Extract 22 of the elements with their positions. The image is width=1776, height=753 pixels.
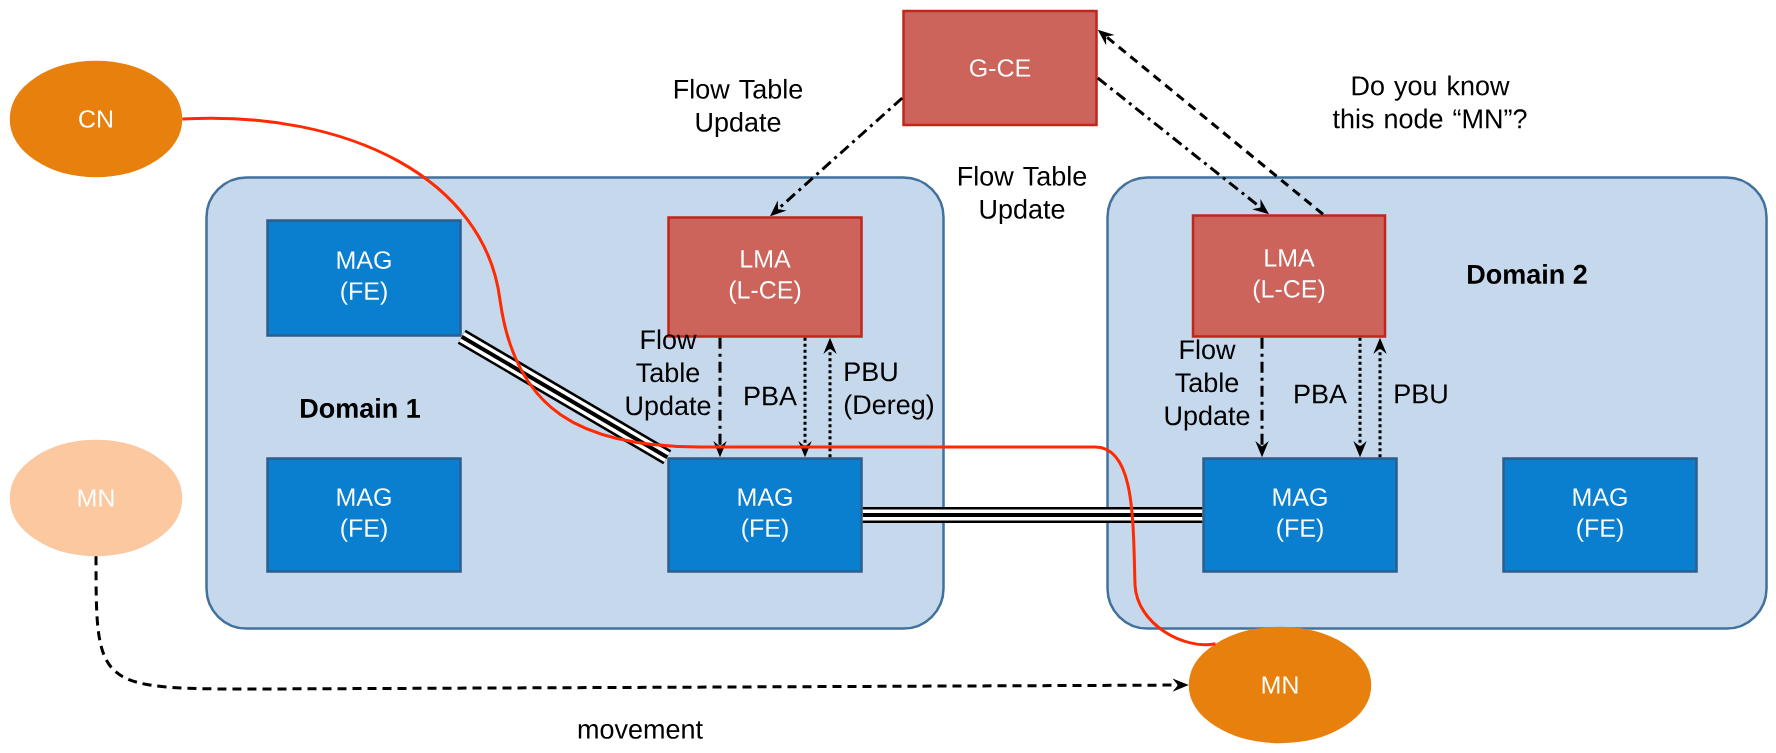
edge-label: PBU [1395,384,1447,404]
edge-label: PBA [1295,384,1347,404]
controller-box: LMA (L-CE) [1191,214,1387,338]
ellipse-node: MN [9,439,183,557]
gateway-box: MAG (FE) [667,457,863,573]
edge-label: PBU (Dereg) [844,362,934,420]
edge-label: movement [578,721,703,739]
edge-label: Flow Table Update [958,165,1087,225]
edge-label: Do you know this node “MN”? [1332,75,1527,129]
gateway-box: MAG (FE) [266,219,462,337]
curve-line [182,116,1216,646]
tunnel-line [862,507,1203,523]
edge-label: Flow Table Update [674,78,803,138]
gateway-box: MAG (FE) [266,457,462,573]
tunnel-line [457,329,672,465]
ellipse-node: MN [1188,626,1372,744]
controller-box: G-CE [902,9,1098,127]
edge-label: PBA [745,386,797,406]
edge-label: Flow Table Update [1165,339,1250,431]
ellipse-node: CN [9,60,183,178]
gateway-box: MAG (FE) [1202,457,1398,573]
gateway-box: MAG (FE) [1502,457,1698,573]
